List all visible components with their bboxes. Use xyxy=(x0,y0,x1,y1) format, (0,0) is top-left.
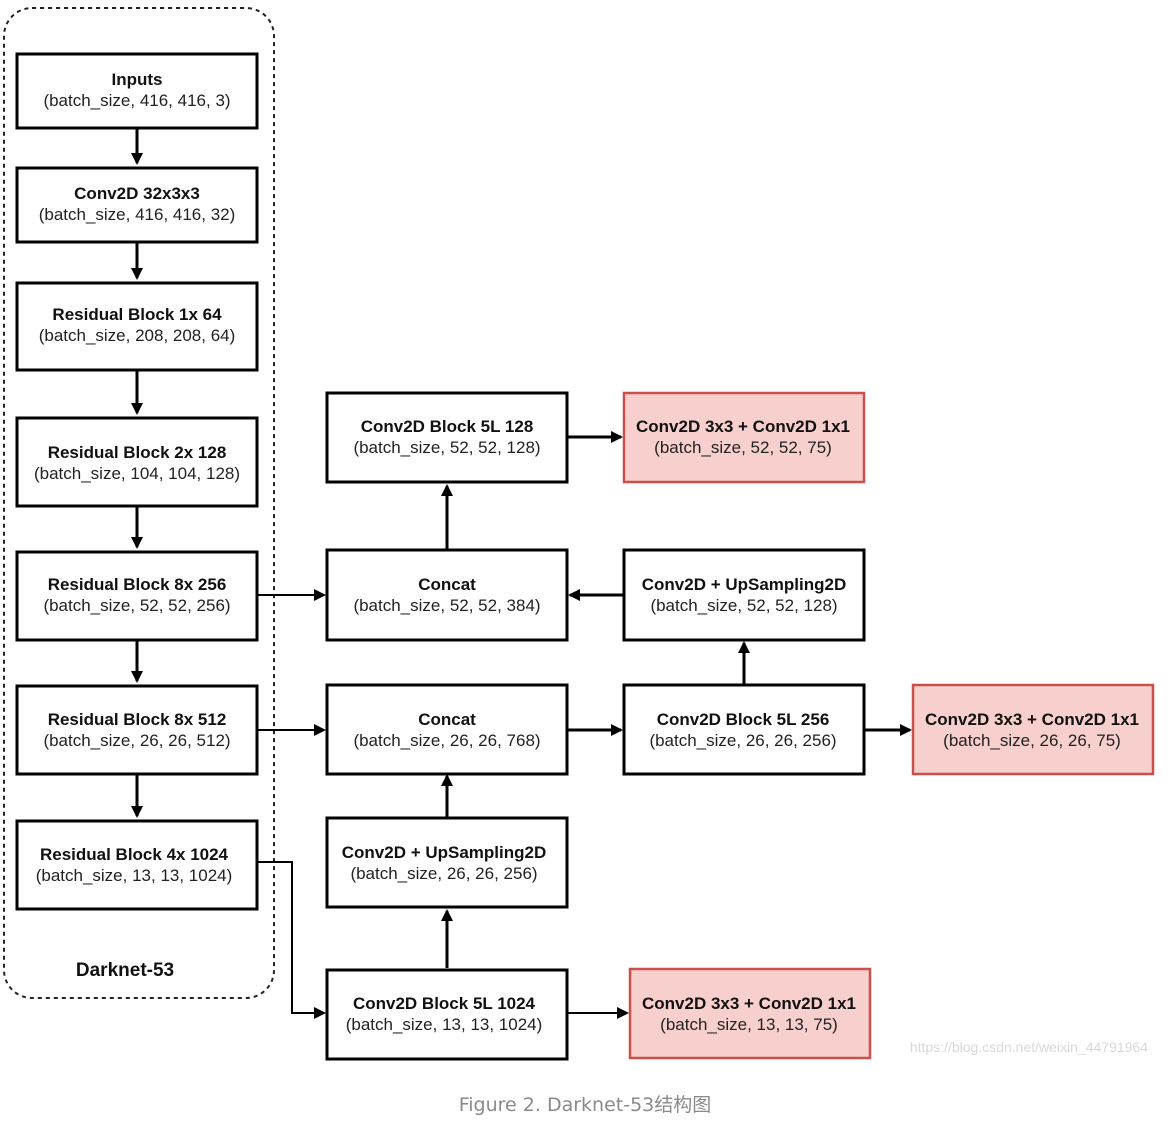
watermark: https://blog.csdn.net/weixin_44791964 xyxy=(910,1039,1148,1055)
node-shape: (batch_size, 208, 208, 64) xyxy=(39,326,236,345)
node-conv-block-128: Conv2D Block 5L 128 (batch_size, 52, 52,… xyxy=(325,391,569,484)
node-shape: (batch_size, 104, 104, 128) xyxy=(34,464,240,483)
figure-caption: Figure 2. Darknet-53结构图 xyxy=(458,1094,712,1116)
node-res4-1024: Residual Block 4x 1024 (batch_size, 13, … xyxy=(15,819,259,911)
node-conv0: Conv2D 32x3x3 (batch_size, 416, 416, 32) xyxy=(15,166,259,244)
darknet53-diagram: Darknet-53 Inputs (batch_size, 416, 416,… xyxy=(3,7,1155,1061)
node-title: Residual Block 2x 128 xyxy=(48,443,227,462)
node-shape: (batch_size, 416, 416, 3) xyxy=(43,91,230,110)
node-inputs: Inputs (batch_size, 416, 416, 3) xyxy=(15,52,259,130)
node-title: Concat xyxy=(418,575,476,594)
node-res8-256: Residual Block 8x 256 (batch_size, 52, 5… xyxy=(15,550,259,642)
node-conv-block-256: Conv2D Block 5L 256 (batch_size, 26, 26,… xyxy=(622,683,866,776)
node-res1: Residual Block 1x 64 (batch_size, 208, 2… xyxy=(15,281,259,372)
node-title: Conv2D 3x3 + Conv2D 1x1 xyxy=(636,417,850,436)
node-shape: (batch_size, 26, 26, 75) xyxy=(943,731,1121,750)
node-title: Concat xyxy=(418,710,476,729)
darknet53-group-frame xyxy=(3,7,275,999)
node-res2: Residual Block 2x 128 (batch_size, 104, … xyxy=(15,416,259,508)
node-shape: (batch_size, 416, 416, 32) xyxy=(39,205,236,224)
node-shape: (batch_size, 52, 52, 128) xyxy=(353,438,540,457)
node-shape: (batch_size, 52, 52, 256) xyxy=(43,596,230,615)
node-output-13: Conv2D 3x3 + Conv2D 1x1 (batch_size, 13,… xyxy=(628,967,872,1060)
node-shape: (batch_size, 52, 52, 75) xyxy=(654,438,832,457)
node-shape: (batch_size, 13, 13, 1024) xyxy=(346,1015,543,1034)
node-res8-512: Residual Block 8x 512 (batch_size, 26, 2… xyxy=(15,684,259,776)
node-title: Conv2D Block 5L 1024 xyxy=(353,994,536,1013)
node-output-52: Conv2D 3x3 + Conv2D 1x1 (batch_size, 52,… xyxy=(622,391,866,484)
node-title: Conv2D 3x3 + Conv2D 1x1 xyxy=(925,710,1139,729)
node-conv-block-1024: Conv2D Block 5L 1024 (batch_size, 13, 13… xyxy=(325,968,569,1061)
node-title: Residual Block 8x 512 xyxy=(48,710,227,729)
node-title: Inputs xyxy=(112,70,163,89)
node-title: Conv2D + UpSampling2D xyxy=(342,843,547,862)
node-upsample-52: Conv2D + UpSampling2D (batch_size, 52, 5… xyxy=(622,548,866,642)
arrow-res4-cb1024 xyxy=(257,861,326,1019)
node-title: Conv2D Block 5L 128 xyxy=(361,417,534,436)
node-title: Conv2D + UpSampling2D xyxy=(642,575,847,594)
node-title: Conv2D 32x3x3 xyxy=(74,184,200,203)
node-title: Conv2D 3x3 + Conv2D 1x1 xyxy=(642,994,856,1013)
connectors xyxy=(131,128,912,1019)
node-shape: (batch_size, 26, 26, 768) xyxy=(353,731,540,750)
node-shape: (batch_size, 52, 52, 128) xyxy=(650,596,837,615)
node-title: Residual Block 4x 1024 xyxy=(40,845,229,864)
node-shape: (batch_size, 52, 52, 384) xyxy=(353,596,540,615)
node-output-26: Conv2D 3x3 + Conv2D 1x1 (batch_size, 26,… xyxy=(911,683,1155,776)
node-shape: (batch_size, 13, 13, 75) xyxy=(660,1015,838,1034)
node-title: Residual Block 8x 256 xyxy=(48,575,227,594)
node-shape: (batch_size, 13, 13, 1024) xyxy=(36,866,233,885)
node-upsample-26: Conv2D + UpSampling2D (batch_size, 26, 2… xyxy=(325,816,569,909)
node-title: Residual Block 1x 64 xyxy=(52,305,222,324)
darknet53-label: Darknet-53 xyxy=(76,960,174,981)
node-title: Conv2D Block 5L 256 xyxy=(657,710,830,729)
node-concat-52: Concat (batch_size, 52, 52, 384) xyxy=(325,548,569,642)
node-shape: (batch_size, 26, 26, 512) xyxy=(43,731,230,750)
node-shape: (batch_size, 26, 26, 256) xyxy=(350,864,537,883)
node-shape: (batch_size, 26, 26, 256) xyxy=(649,731,836,750)
node-concat-26: Concat (batch_size, 26, 26, 768) xyxy=(325,683,569,776)
